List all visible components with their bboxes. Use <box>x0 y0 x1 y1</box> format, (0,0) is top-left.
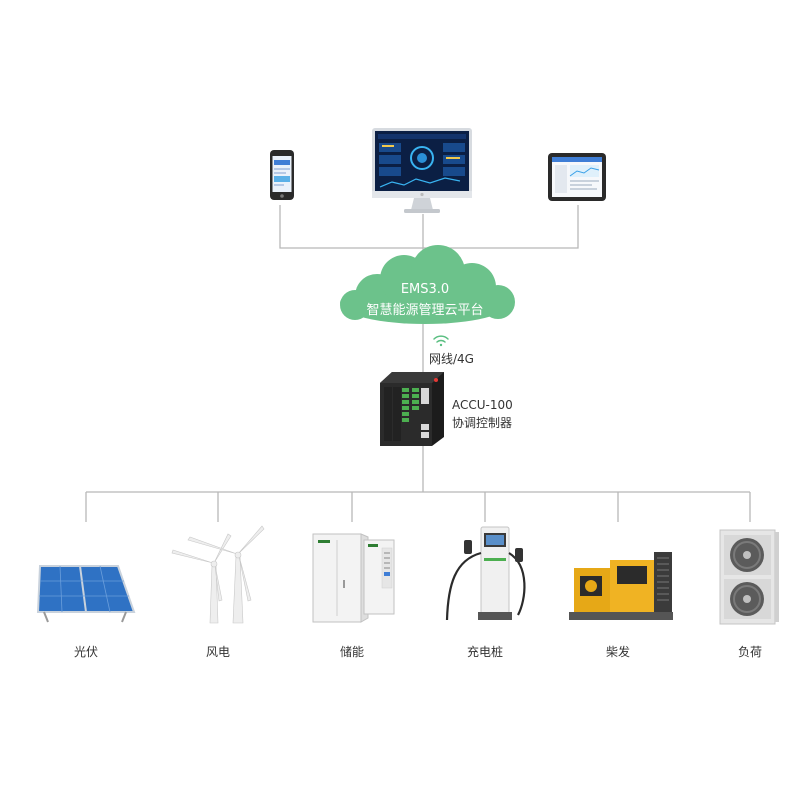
device-label-pv: 光伏 <box>73 645 98 659</box>
device-label-load: 负荷 <box>737 645 762 659</box>
device-label-wind: 风电 <box>205 645 230 659</box>
smartphone-icon <box>270 150 294 200</box>
controller-name-label: 协调控制器 <box>452 416 513 430</box>
desktop-monitor-icon <box>372 128 472 213</box>
diesel-generator-icon <box>569 552 673 620</box>
controller-device-icon <box>380 372 444 446</box>
device-label-storage: 储能 <box>339 645 364 659</box>
cloud-platform <box>340 245 515 324</box>
network-label: 网线/4G <box>429 352 474 366</box>
device-label-generator: 柴发 <box>605 645 630 659</box>
tablet-icon <box>548 153 606 201</box>
cloud-title: EMS3.0 <box>400 282 450 297</box>
connection-lines <box>85 205 751 522</box>
ev-charger-icon <box>445 526 526 621</box>
device-label-charger: 充电桩 <box>466 645 503 659</box>
cloud-subtitle: 智慧能源管理云平台 <box>366 303 484 318</box>
wifi-icon <box>433 335 449 347</box>
energy-storage-cabinet-icon <box>312 533 395 623</box>
wind-turbine-icon <box>171 525 265 624</box>
load-unit-icon <box>719 529 779 625</box>
controller-model-label: ACCU-100 <box>452 398 513 412</box>
solar-panel-icon <box>36 565 136 623</box>
